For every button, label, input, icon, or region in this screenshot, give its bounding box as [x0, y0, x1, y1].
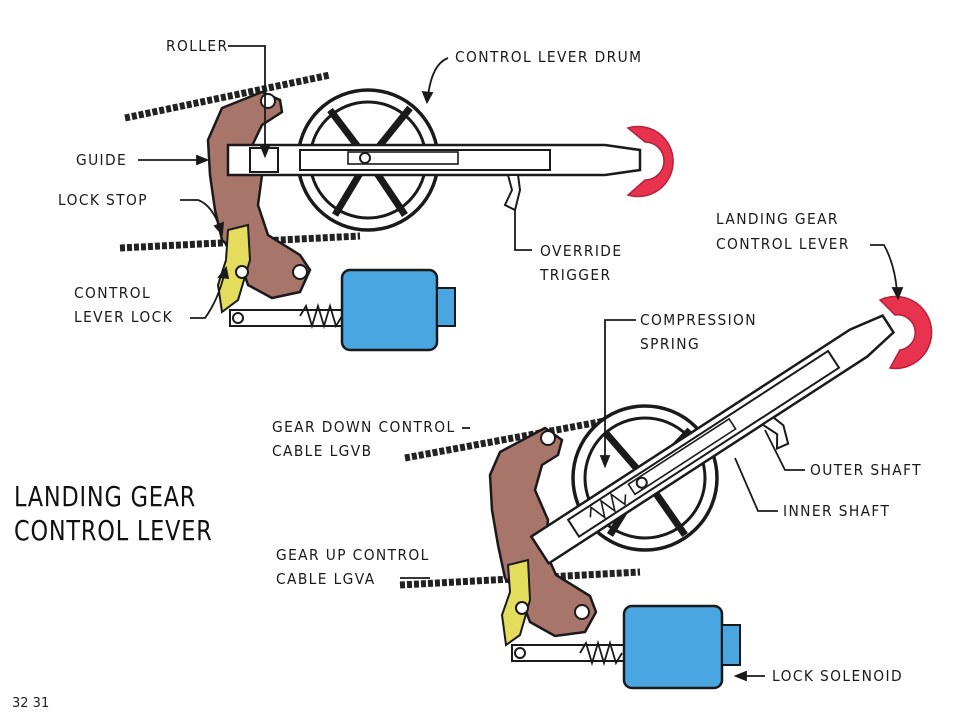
label-control-lever-lock-line1: CONTROL — [74, 284, 152, 302]
bottom-rod-pin — [514, 647, 526, 659]
bottom-override-trigger — [760, 416, 790, 451]
top-lock-solenoid — [340, 268, 439, 352]
bottom-drum-inner-rim — [583, 416, 707, 540]
bottom-lock-stop-hole — [574, 604, 590, 620]
label-gear-up-cable-line2: CABLE LGVA — [276, 570, 376, 588]
bottom-compression-spring — [589, 492, 627, 520]
bottom-assembly — [399, 295, 933, 690]
bottom-shaft-slot — [627, 417, 737, 496]
bottom-rod-spring — [579, 639, 623, 667]
label-lock-solenoid: LOCK SOLENOID — [772, 667, 903, 685]
top-lock-pivot — [235, 265, 249, 279]
label-roller: ROLLER — [166, 37, 229, 55]
top-override-trigger — [503, 174, 522, 212]
top-inner-shaft — [299, 149, 551, 171]
label-outer-shaft: OUTER SHAFT — [810, 461, 922, 479]
top-control-lever-lock — [216, 223, 252, 314]
top-lever-knob — [626, 125, 674, 198]
top-assembly — [119, 71, 674, 352]
bottom-lever-knob — [878, 295, 933, 370]
top-solenoid-cap — [436, 287, 456, 327]
leader-lines — [138, 45, 904, 682]
label-compression-spring-line2: SPRING — [640, 335, 701, 353]
bottom-lock-pivot — [515, 601, 529, 615]
bottom-solenoid-rod — [511, 644, 628, 662]
top-shaft-pin — [359, 152, 371, 164]
top-rod-pin — [232, 312, 244, 324]
bottom-guide-hole — [540, 430, 556, 446]
bottom-lock-solenoid — [622, 604, 724, 690]
diagram-title-line2: CONTROL LEVER — [14, 514, 213, 547]
bottom-solenoid-cap — [721, 624, 741, 666]
label-landing-gear-control-lever-line2: CONTROL LEVER — [716, 235, 850, 253]
top-lock-stop-hole — [292, 264, 308, 280]
label-gear-down-cable-line2: CABLE LGVB — [272, 442, 373, 460]
top-rod-spring — [299, 302, 343, 330]
page-number: 32 31 — [12, 696, 50, 711]
diagram-title-line1: LANDING GEAR — [14, 480, 197, 513]
bottom-shaft-pin — [635, 476, 648, 489]
label-gear-down-cable-line1: GEAR DOWN CONTROL — [272, 418, 456, 436]
label-guide: GUIDE — [76, 151, 128, 169]
bottom-lever-shaft-group — [529, 314, 896, 566]
label-landing-gear-control-lever-line1: LANDING GEAR — [716, 210, 839, 228]
label-gear-up-cable-line1: GEAR UP CONTROL — [276, 546, 430, 564]
top-shaft-slot — [347, 151, 459, 165]
label-inner-shaft: INNER SHAFT — [783, 502, 891, 520]
bottom-inner-shaft — [566, 349, 841, 538]
label-control-lever-lock-line2: LEVER LOCK — [74, 308, 174, 326]
label-lock-stop: LOCK STOP — [58, 191, 148, 209]
label-compression-spring-line1: COMPRESSION — [640, 311, 757, 329]
top-guide-hole — [260, 93, 276, 109]
diagram-title: LANDING GEAR CONTROL LEVER — [14, 480, 213, 548]
label-override-trigger-line2: TRIGGER — [540, 266, 612, 284]
bottom-control-lever-lock — [500, 558, 532, 647]
label-control-lever-drum: CONTROL LEVER DRUM — [455, 48, 643, 66]
label-override-trigger-line1: OVERRIDE — [540, 242, 623, 260]
